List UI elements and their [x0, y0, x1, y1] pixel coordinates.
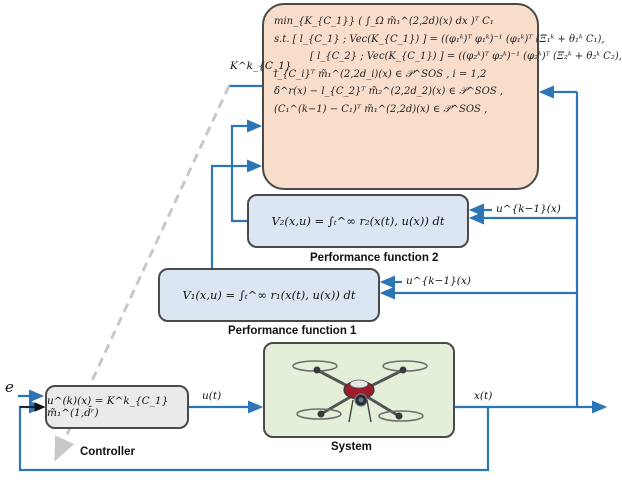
drone-icon — [292, 360, 428, 423]
pf2-to-optimizer-arrow — [230, 119, 263, 223]
gain-signal-label: K^k_{C_1} — [230, 60, 292, 72]
error-signal-label: e — [5, 378, 14, 396]
opt-line-constraint-2: [ l_{C_2} ; Vec(K_{C_1}) ] = ((φ₂ᵏ)ᵀ φ₂ᵏ… — [310, 51, 622, 62]
pf2-input-label: u^{k−1}(x) — [496, 203, 561, 215]
controller-label: Controller — [80, 446, 135, 458]
pf1-input-label: u^{k−1}(x) — [406, 275, 471, 287]
pf2-label: Performance function 2 — [310, 252, 439, 264]
opt-line-constraint-1: s.t. [ l_{C_1} ; Vec(K_{C_1}) ] = ((φ₁ᵏ)… — [274, 33, 605, 45]
diagram-canvas: min_{K_{C_1}} ( ∫_Ω m̃₁^(2,2d)(x) dx )ᵀ … — [5, 3, 622, 472]
optimization-box: min_{K_{C_1}} ( ∫_Ω m̃₁^(2,2d)(x) dx )ᵀ … — [262, 3, 622, 190]
control-signal-label: u(t) — [202, 390, 222, 402]
controller-box: u^(k)(x) = K^k_{C_1} m̃₁^(1,d̄ʳ) — [45, 385, 189, 429]
opt-line-sos-2: δ^r(x) − l_{C_2}ᵀ m̃₂^(2,2d_2)(x) ∈ 𝒫^SO… — [274, 86, 504, 97]
pf1-label: Performance function 1 — [228, 325, 357, 337]
opt-line-sos-3: (C₁^(k−1) − C₁)ᵀ m̃₁^(2,2d)(x) ∈ 𝒫^SOS , — [274, 103, 488, 115]
performance-function-1-box: V₁(x,u) = ∫ₜ^∞ r₁(x(t), u(x)) dt — [158, 268, 380, 322]
opt-line-objective: min_{K_{C_1}} ( ∫_Ω m̃₁^(2,2d)(x) dx )ᵀ … — [274, 16, 494, 27]
pf2-equation: V₂(x,u) = ∫ₜ^∞ r₂(x(t), u(x)) dt — [271, 214, 445, 228]
opt-line-sos-1: l_{C_i}ᵀ m̃₁^(2,2d_i)(x) ∈ 𝒫^SOS , i = 1… — [274, 68, 487, 80]
gain-update-arrow — [54, 85, 231, 462]
state-signal-label: x(t) — [474, 390, 493, 402]
controller-equation: u^(k)(x) = K^k_{C_1} m̃₁^(1,d̄ʳ) — [47, 395, 169, 419]
system-box — [263, 342, 455, 438]
pf1-equation: V₁(x,u) = ∫ₜ^∞ r₁(x(t), u(x)) dt — [182, 288, 356, 302]
system-label: System — [331, 441, 372, 453]
performance-function-2-box: V₂(x,u) = ∫ₜ^∞ r₂(x(t), u(x)) dt — [247, 194, 469, 248]
